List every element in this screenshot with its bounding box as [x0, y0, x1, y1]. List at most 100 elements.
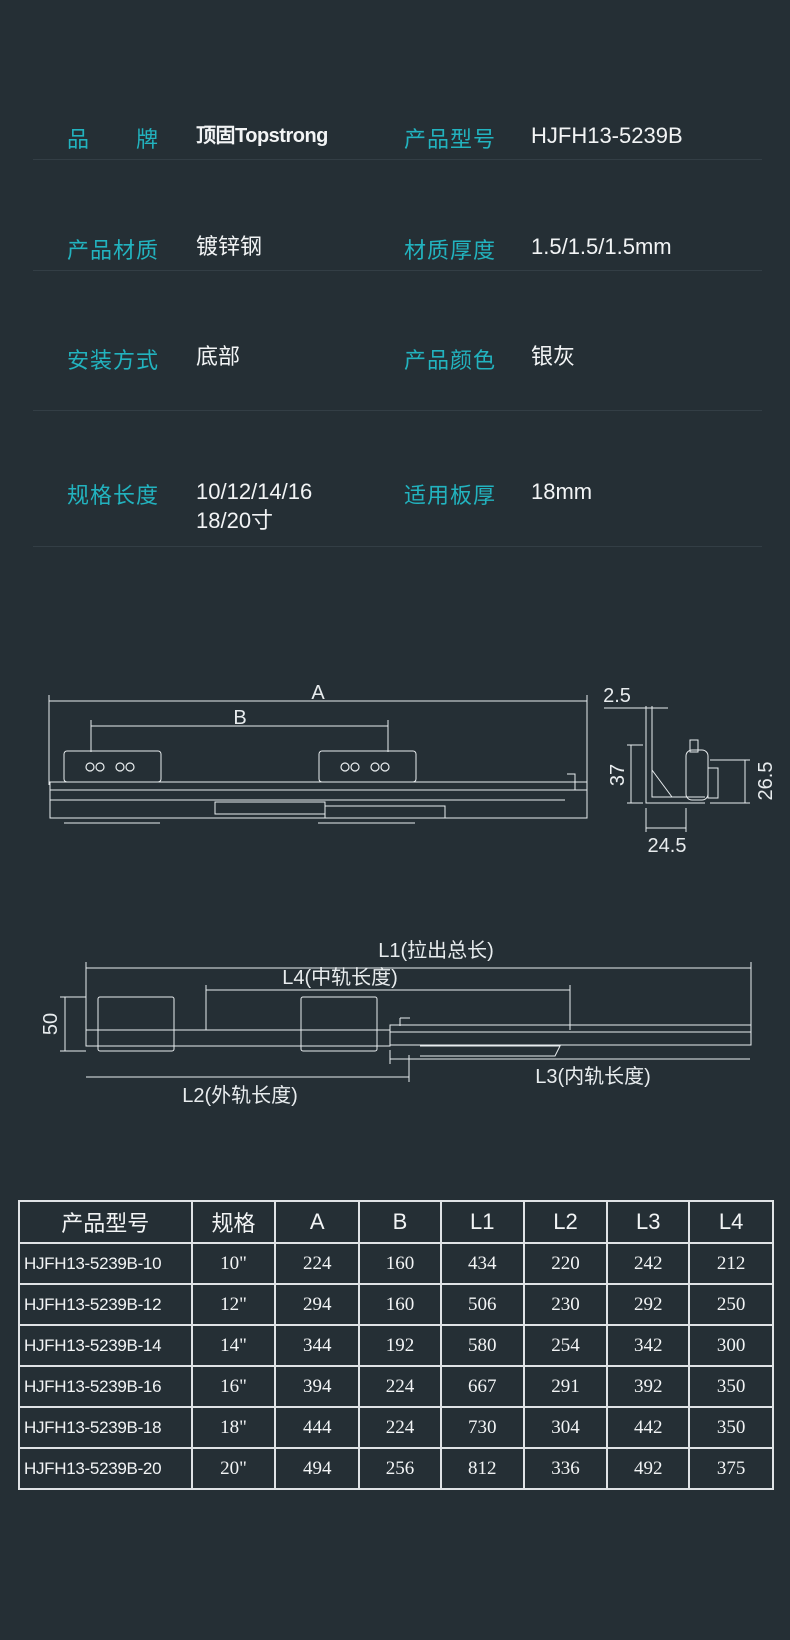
table-cell: 256: [358, 1447, 442, 1490]
length-value-line1: 10/12/14/16: [196, 479, 313, 504]
thickness-label: 材质厚度: [404, 238, 497, 263]
table-cell: 230: [522, 1283, 609, 1326]
table-cell: 434: [439, 1242, 525, 1285]
dim-height-50-label: 50: [40, 1013, 62, 1035]
table-cell: 16": [190, 1365, 277, 1408]
logo-en: Topstrong: [235, 125, 328, 147]
brand-logo: 顶固Topstrong: [196, 121, 328, 151]
column-header: 产品型号: [18, 1200, 193, 1244]
install-value: 底部: [196, 344, 241, 369]
table-cell: 812: [439, 1447, 525, 1490]
table-cell: 292: [606, 1283, 691, 1326]
install-label: 安装方式: [67, 348, 160, 373]
table-cell: 254: [522, 1324, 609, 1367]
dim-L2-label: L2(外轨长度): [182, 1084, 298, 1107]
table-cell: 160: [358, 1242, 442, 1285]
table-cell: 242: [606, 1242, 691, 1285]
table-cell: 667: [439, 1365, 525, 1408]
model-cell: HJFH13-5239B-14: [18, 1324, 193, 1367]
material-label: 产品材质: [67, 238, 160, 263]
model-cell: HJFH13-5239B-10: [18, 1242, 193, 1285]
dim-L3-label: L3(内轨长度): [535, 1065, 651, 1088]
diagram-extended-view: L1(拉出总长) L4(中轨长度) 50 L3(内轨长度) L2(外轨长度): [40, 939, 752, 1107]
dim-L4-label: L4(中轨长度): [282, 966, 398, 989]
table-cell: 14": [190, 1324, 277, 1367]
table-cell: 506: [439, 1283, 525, 1326]
table-cell: 342: [606, 1324, 691, 1367]
board-value: 18mm: [531, 479, 593, 504]
table-cell: 10": [190, 1242, 277, 1285]
spec-row-material: [33, 220, 762, 271]
model-cell: HJFH13-5239B-12: [18, 1283, 193, 1326]
table-cell: 442: [606, 1406, 691, 1449]
column-header: B: [358, 1200, 442, 1244]
table-cell: 392: [606, 1365, 691, 1408]
dim-thickness-label: 2.5: [603, 685, 631, 707]
column-header: A: [274, 1200, 361, 1244]
model-label: 产品型号: [404, 127, 497, 152]
bracket: [318, 750, 417, 783]
dimension-diagrams: A B 2.5 37 26.5 24.5 L1(拉出总长) L4(中轨长度): [40, 682, 777, 1107]
spec-row-length: [33, 480, 762, 547]
brand-label-char: 品: [67, 127, 91, 152]
bracket: [300, 996, 378, 1052]
model-value: HJFH13-5239B: [531, 123, 683, 148]
model-cell: HJFH13-5239B-16: [18, 1365, 193, 1408]
table-cell: 20": [190, 1447, 277, 1490]
table-cell: 344: [274, 1324, 361, 1367]
dim-width-label: 24.5: [648, 835, 687, 857]
dim-B-label: B: [233, 707, 246, 729]
table-cell: 336: [522, 1447, 609, 1490]
table-cell: 160: [358, 1283, 442, 1326]
spec-row-install: [33, 340, 762, 411]
column-header: L2: [522, 1200, 609, 1244]
spec-row-brand: [33, 110, 762, 160]
column-header: L4: [688, 1200, 774, 1244]
length-label: 规格长度: [67, 483, 160, 508]
column-header: 规格: [190, 1200, 277, 1244]
dim-A-label: A: [311, 682, 325, 704]
table-cell: 580: [439, 1324, 525, 1367]
column-header: L1: [439, 1200, 525, 1244]
dim-L1-label: L1(拉出总长): [378, 939, 494, 962]
diagram-cross-section: 2.5 37 26.5 24.5: [603, 685, 777, 857]
material-value: 镀锌钢: [196, 234, 263, 259]
table-cell: 304: [522, 1406, 609, 1449]
table-cell: 444: [274, 1406, 361, 1449]
table-cell: 291: [522, 1365, 609, 1408]
column-header: L3: [606, 1200, 691, 1244]
table-cell: 220: [522, 1242, 609, 1285]
thickness-value: 1.5/1.5/1.5mm: [531, 234, 672, 259]
table-cell: 350: [688, 1365, 774, 1408]
table-cell: 12": [190, 1283, 277, 1326]
table-cell: 250: [688, 1283, 774, 1326]
table-cell: 224: [274, 1242, 361, 1285]
brand-label-char: 牌: [135, 127, 159, 152]
table-cell: 494: [274, 1447, 361, 1490]
table-cell: 492: [606, 1447, 691, 1490]
table-cell: 350: [688, 1406, 774, 1449]
length-value-line2: 18/20寸: [196, 508, 274, 533]
bracket: [63, 750, 162, 783]
logo-cn: 顶固: [196, 125, 236, 147]
diagram-side-view: A B: [48, 682, 588, 824]
board-label: 适用板厚: [404, 483, 497, 508]
model-cell: HJFH13-5239B-18: [18, 1406, 193, 1449]
table-cell: 294: [274, 1283, 361, 1326]
table-cell: 18": [190, 1406, 277, 1449]
table-cell: 224: [358, 1365, 442, 1408]
table-cell: 394: [274, 1365, 361, 1408]
table-cell: 212: [688, 1242, 774, 1285]
color-value: 银灰: [531, 344, 576, 369]
table-cell: 730: [439, 1406, 525, 1449]
model-cell: HJFH13-5239B-20: [18, 1447, 193, 1490]
dim-height-37-label: 37: [607, 764, 629, 786]
color-label: 产品颜色: [404, 348, 497, 373]
